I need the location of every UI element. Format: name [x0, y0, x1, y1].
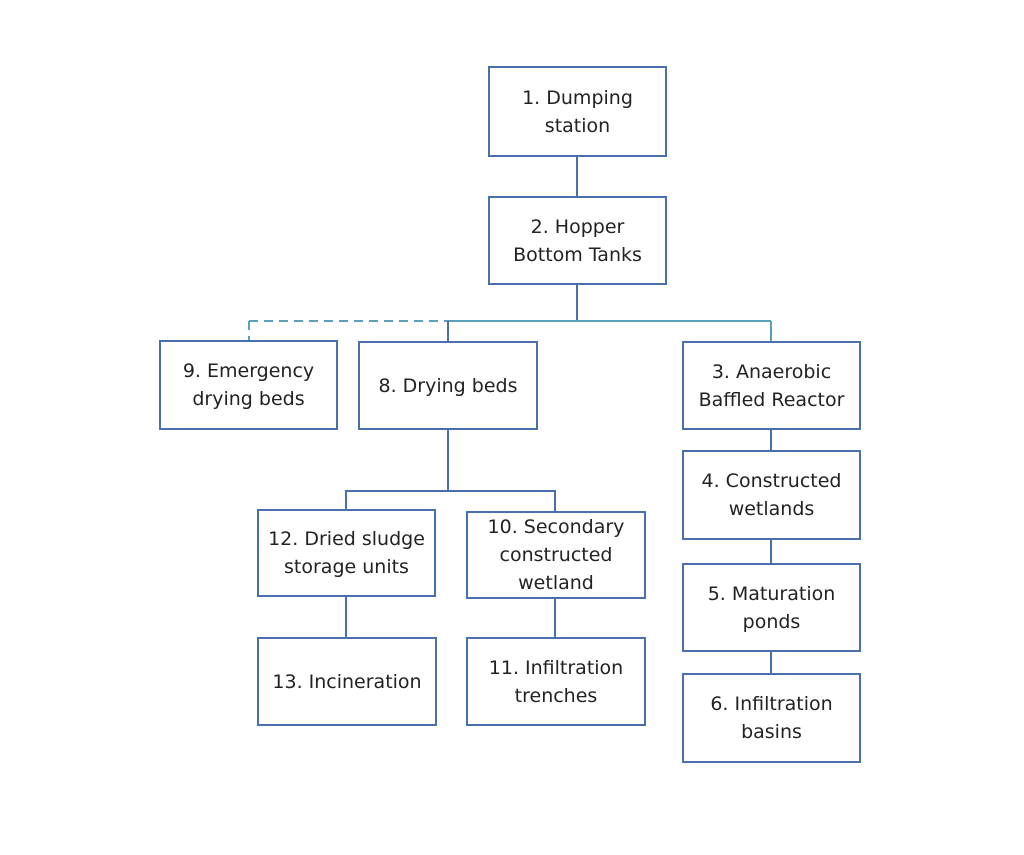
node-hopper-bottom-tanks: 2. Hopper Bottom Tanks	[488, 196, 667, 285]
node-label: 2. Hopper Bottom Tanks	[513, 215, 642, 266]
node-maturation-ponds: 5. Maturation ponds	[682, 563, 861, 652]
node-emergency-drying-beds: 9. Emergency drying beds	[159, 340, 338, 430]
node-anaerobic-baffled-reactor: 3. Anaerobic Baffled Reactor	[682, 341, 861, 430]
edge-n8-n12	[345, 490, 448, 509]
node-label: 3. Anaerobic Baffled Reactor	[698, 360, 845, 411]
node-constructed-wetlands: 4. Constructed wetlands	[682, 450, 861, 540]
edge-n8-n10	[448, 490, 556, 511]
node-label: 8. Drying beds	[378, 374, 518, 397]
node-label: 1. Dumping station	[522, 86, 633, 137]
node-label: 4. Constructed wetlands	[701, 470, 842, 520]
node-label: 6. Infiltration basins	[710, 693, 833, 743]
node-dried-sludge-storage: 12. Dried sludge storage units	[257, 509, 436, 597]
node-dumping-station: 1. Dumping station	[488, 66, 667, 157]
node-label: 11. Infiltration trenches	[488, 656, 624, 707]
node-label: 5. Maturation ponds	[707, 582, 836, 633]
node-drying-beds: 8. Drying beds	[358, 341, 538, 430]
node-label: 9. Emergency drying beds	[182, 360, 315, 410]
node-secondary-constructed-wetland: 10. Secondary constructed wetland	[466, 511, 646, 599]
node-label: 10. Secondary constructed wetland	[487, 516, 625, 594]
node-label: 12. Dried sludge storage units	[268, 528, 425, 578]
node-incineration: 13. Incineration	[257, 637, 437, 726]
node-infiltration-basins: 6. Infiltration basins	[682, 673, 861, 763]
node-infiltration-trenches: 11. Infiltration trenches	[466, 637, 646, 726]
node-label: 13. Incineration	[272, 670, 422, 693]
